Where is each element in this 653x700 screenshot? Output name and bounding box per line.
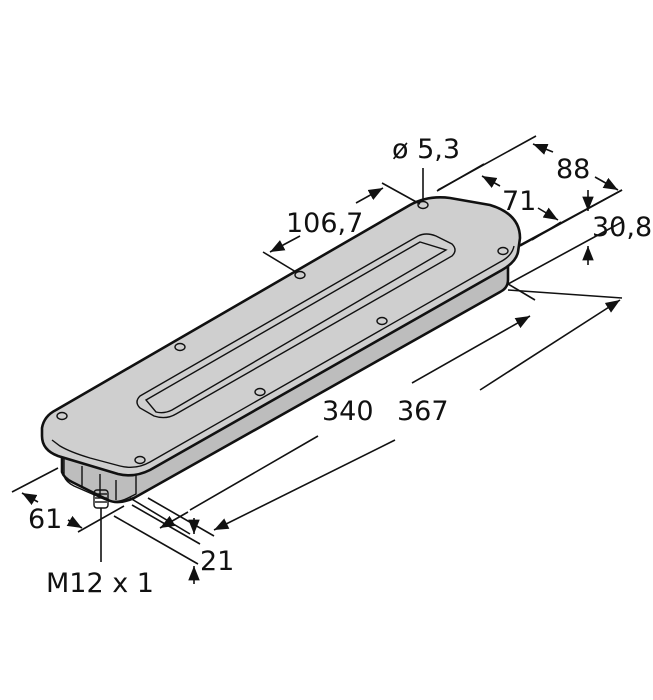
m12-connector [93,489,109,509]
label-connector-height: 21 [200,546,234,577]
dim-length-overall: 367 [147,289,623,537]
dim-hole-diameter: ø 5,3 [392,134,460,202]
mounting-hole [294,270,306,280]
dim-length-hole-spacing: 340 [129,283,536,535]
dim-connector-offset: 61 [11,467,125,535]
connector-block [63,455,137,503]
sensor-window-recess [136,233,456,419]
mounting-hole [254,387,266,397]
label-hole-diameter: ø 5,3 [392,134,460,165]
label-hole-spacing-width: 71 [502,186,536,217]
label-width-overall: 88 [556,154,590,185]
mounting-holes [56,200,509,465]
dim-connector-thread: M12 x 1 [46,508,154,599]
label-housing-height: 30,8 [592,212,652,243]
sensor-housing [40,196,522,509]
label-hole-pitch: 106,7 [286,208,363,239]
label-connector-offset: 61 [28,504,62,535]
label-connector-thread: M12 x 1 [46,568,154,599]
label-length-overall: 367 [397,396,449,427]
mounting-hole [56,411,68,421]
sensor-window [144,241,448,414]
dim-housing-height: 30,8 [507,189,652,285]
mounting-hole [376,316,388,326]
label-length-hole-spacing: 340 [322,396,374,427]
dim-hole-pitch: 106,7 [262,182,421,273]
mounting-hole [134,455,146,465]
dim-connector-height: 21 [113,504,234,584]
housing-top-plate [40,196,522,477]
housing-rim [51,245,515,469]
mounting-hole [497,246,509,256]
mounting-hole [174,342,186,352]
